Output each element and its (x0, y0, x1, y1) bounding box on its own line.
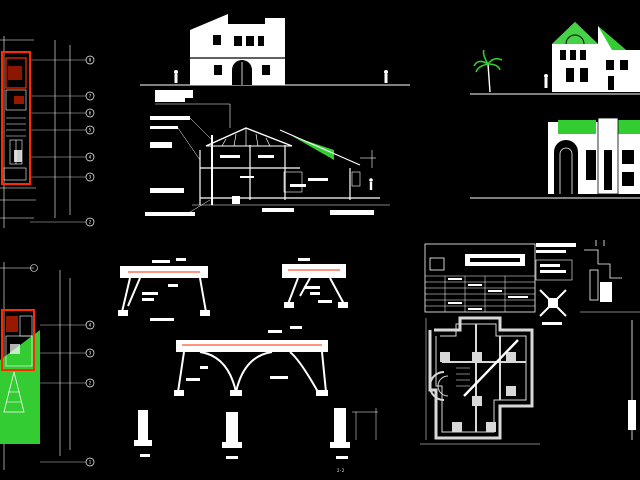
rear-elevation[interactable] (470, 117, 640, 199)
stair-detail[interactable] (580, 240, 640, 440)
grid-bubble-label: 2 (89, 381, 92, 386)
legend-block[interactable] (535, 243, 576, 281)
grid-bubble-label: 5 (89, 128, 92, 133)
grid-bubble-label: 4 (89, 323, 92, 328)
front-elevation[interactable] (140, 14, 410, 98)
grid-bubble-label: 8 (89, 58, 92, 63)
rebar-cross-detail[interactable] (539, 289, 567, 325)
truss-detail-left[interactable] (118, 258, 210, 321)
grid-bubble-label: 3 (89, 175, 92, 180)
grid-bubble-label: 1 (89, 460, 92, 465)
grid-bubble-label: 2 (89, 220, 92, 225)
truss-detail-long[interactable] (174, 326, 328, 396)
floor-plan-lower[interactable]: 4 3 2 1 (0, 262, 95, 470)
side-elevation[interactable] (470, 22, 640, 95)
floor-plan-upper[interactable]: 8 7 6 5 4 3 2 (0, 36, 95, 228)
building-section[interactable] (145, 96, 390, 216)
schedule-table[interactable] (424, 243, 536, 313)
truss-detail-right[interactable] (282, 258, 348, 308)
grid-bubble-label: 4 (89, 155, 92, 160)
grid-bubble-label: 3 (89, 351, 92, 356)
grid-bubble-label: 6 (89, 111, 92, 116)
grid-bubble-label: 7 (89, 94, 92, 99)
detail-tag: 2-2 (337, 468, 345, 473)
foundation-plan[interactable] (420, 316, 540, 445)
column-details[interactable]: 2-2 (134, 408, 378, 473)
